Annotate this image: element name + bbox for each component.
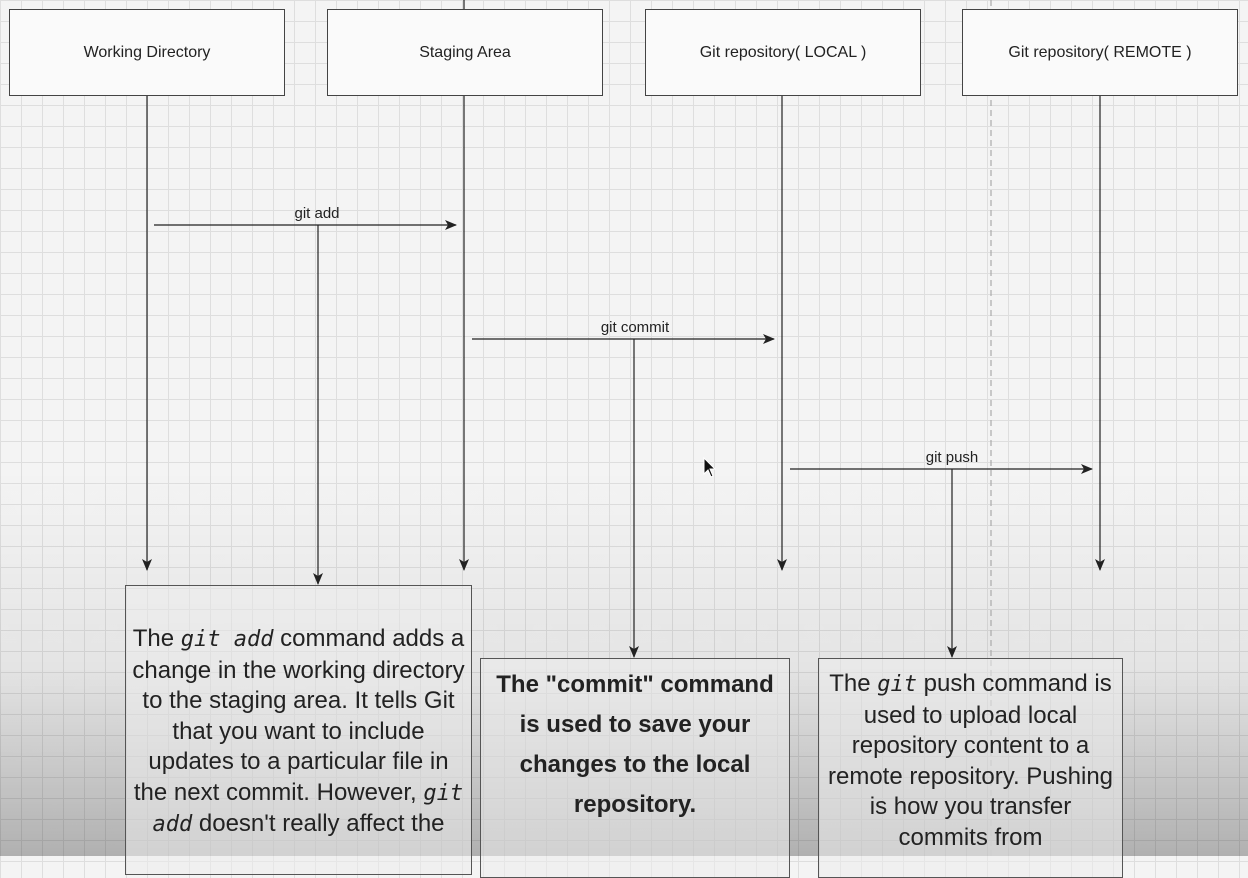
git-add-note-text-2: command adds a change in the working dir… — [132, 625, 465, 806]
git-commit-note: The "commit" command is used to save you… — [480, 658, 790, 878]
git-commit-note-text: The "commit" command is used to save you… — [496, 671, 774, 818]
git-push-note-code-1: git — [877, 672, 917, 697]
git-push-label: git push — [925, 449, 979, 466]
git-add-note-text-3: doesn't really affect the — [192, 810, 445, 837]
git-add-label: git add — [294, 205, 340, 222]
lane-local-repository: Git repository( LOCAL ) — [645, 9, 921, 96]
flow-connectors — [142, 0, 1105, 856]
git-add-note-code-2: git add — [152, 780, 464, 838]
lane-working-directory: Working Directory — [9, 9, 285, 96]
lane-staging-area: Staging Area — [327, 9, 603, 96]
git-push-note-text-2: push command is used to upload local rep… — [827, 670, 1114, 851]
lane-remote-repository: Git repository( REMOTE ) — [962, 9, 1238, 96]
mouse-pointer-icon — [703, 457, 717, 478]
git-commit-label: git commit — [600, 319, 670, 336]
git-add-note-text-1: The — [132, 625, 181, 652]
git-push-note-text-1: The — [829, 670, 878, 697]
git-push-note: The git push command is used to upload l… — [818, 658, 1123, 878]
git-add-note: The git add command adds a change in the… — [125, 585, 472, 875]
git-add-note-code-1: git add — [180, 627, 274, 652]
